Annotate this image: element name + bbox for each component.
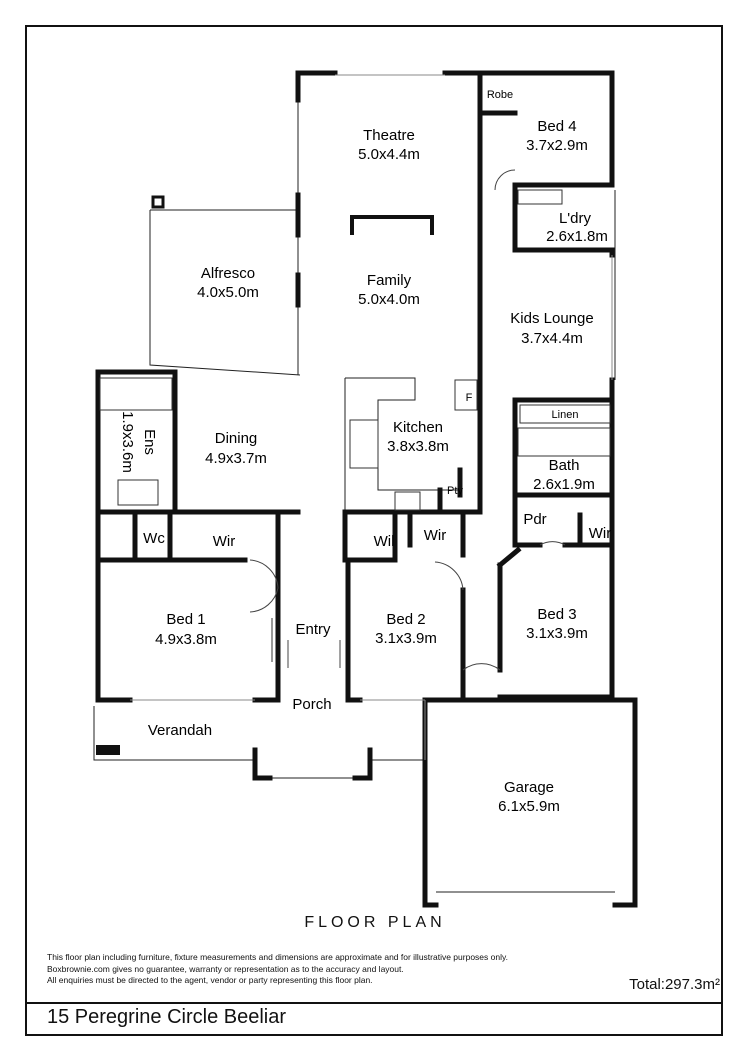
fridge-label: F [466, 392, 473, 404]
external-walls [95, 70, 638, 908]
bed4-dim: 3.7x2.9m [526, 137, 588, 154]
alfresco-label: Alfresco [201, 265, 255, 282]
windows [130, 74, 613, 760]
laundry-dim: 2.6x1.8m [546, 228, 608, 245]
bed2-dim: 3.1x3.9m [375, 630, 437, 647]
bath-dim: 2.6x1.9m [533, 476, 595, 493]
bed1-dim: 4.9x3.8m [155, 631, 217, 648]
entry-label: Entry [295, 621, 331, 638]
bath-label: Bath [549, 457, 580, 474]
bed2-label: Bed 2 [386, 611, 425, 628]
powder-label: Pdr [523, 511, 546, 528]
disclaimer-line: All enquiries must be directed to the ag… [47, 975, 373, 985]
alfresco-dim: 4.0x5.0m [197, 284, 259, 301]
family-kitchen-bulkhead [350, 215, 434, 235]
theatre-dim: 5.0x4.4m [358, 146, 420, 163]
disclaimer-line: Boxbrownie.com gives no guarantee, warra… [47, 963, 404, 974]
ens-label: Ens [141, 429, 158, 455]
robe-label: Robe [487, 89, 513, 101]
family-dim: 5.0x4.0m [358, 291, 420, 308]
wir3-label: Wir [589, 525, 612, 542]
ens-dim: 1.9x3.6m [119, 411, 136, 473]
page-frame [25, 25, 723, 1036]
kids-lounge-label: Kids Lounge [510, 310, 593, 327]
bed1-label: Bed 1 [166, 611, 205, 628]
verandah-post [96, 745, 120, 755]
bed4-label: Bed 4 [537, 118, 576, 135]
kitchen-dim: 3.8x3.8m [387, 438, 449, 455]
porch-label: Porch [292, 696, 331, 713]
garage-label: Garage [504, 779, 554, 796]
kids-lounge-dim: 3.7x4.4m [521, 330, 583, 347]
pantry-label: Pty [447, 485, 463, 497]
family-label: Family [367, 272, 412, 289]
dining-dim: 4.9x3.7m [205, 450, 267, 467]
total-area: Total:297.3m² [629, 976, 720, 993]
bed3-dim: 3.1x3.9m [526, 625, 588, 642]
bed3-label: Bed 3 [537, 606, 576, 623]
theatre-label: Theatre [363, 127, 415, 144]
fixtures [99, 189, 611, 662]
wir1-label: Wir [213, 533, 236, 550]
disclaimer-line: This floor plan including furniture, fix… [47, 952, 508, 962]
dining-label: Dining [215, 430, 258, 447]
garage-dim: 6.1x5.9m [498, 798, 560, 815]
wc-label: Wc [143, 530, 165, 547]
linen-label: Linen [552, 409, 579, 421]
disclaimer: This floor plan including furniture, fix… [47, 952, 508, 987]
kitchen-label: Kitchen [393, 419, 443, 436]
doors [249, 169, 566, 671]
alfresco-post [151, 195, 165, 209]
footer-divider [25, 1002, 723, 1004]
laundry-label: L'dry [559, 210, 592, 227]
verandah-label: Verandah [148, 722, 212, 739]
property-address: 15 Peregrine Circle Beeliar [47, 1006, 287, 1028]
wil-label: Wil [374, 533, 395, 550]
floor-plan-title: FLOOR PLAN [304, 914, 446, 931]
wir2-label: Wir [424, 527, 447, 544]
